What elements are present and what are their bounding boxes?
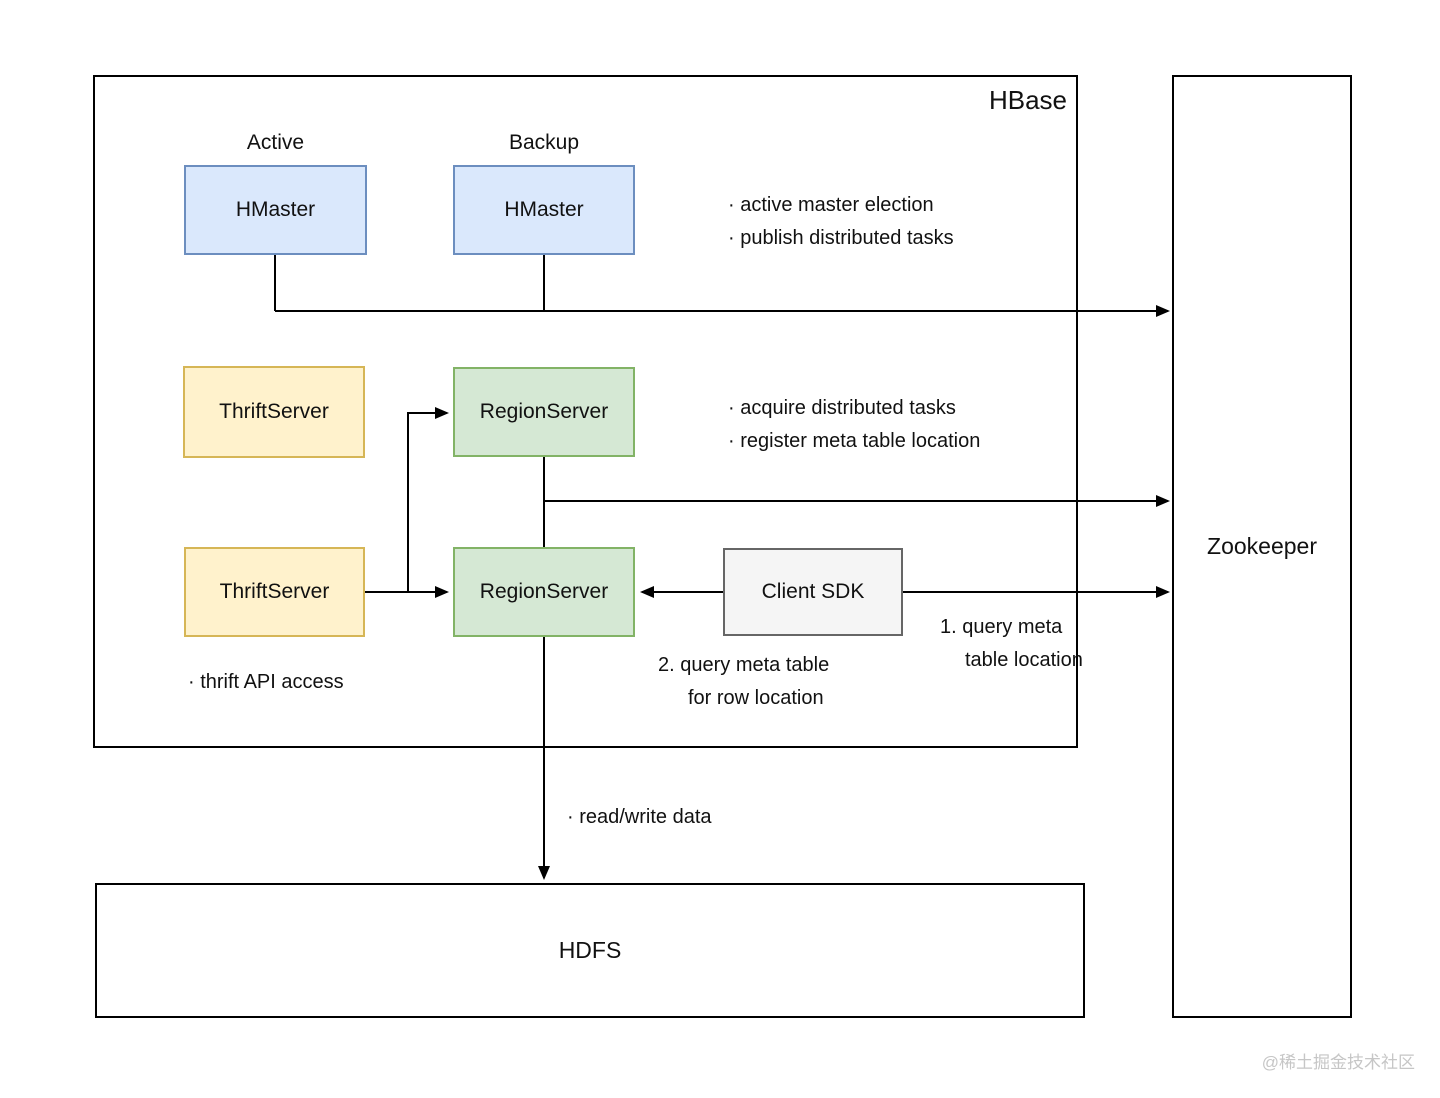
note-query-meta-row-line1: 2. query meta table (658, 654, 830, 676)
node-client-sdk-label: Client SDK (761, 580, 865, 603)
note-query-meta-location-line1: 1. query meta (940, 616, 1063, 638)
node-hmaster-backup: HMaster (453, 165, 635, 255)
note-query-meta-row-line2: for row location (688, 687, 824, 709)
node-hmaster-active-label: HMaster (235, 198, 316, 221)
caption-backup: Backup (508, 131, 580, 154)
note-register-meta-table-location: · register meta table location (728, 430, 981, 452)
zookeeper-label: Zookeeper (1207, 533, 1317, 559)
zookeeper-container: Zookeeper (1172, 75, 1352, 1018)
hdfs-label: HDFS (558, 937, 622, 963)
node-region-server-2-label: RegionServer (479, 580, 609, 603)
caption-active: Active (246, 131, 305, 154)
note-query-meta-location-line2: table location (965, 649, 1083, 671)
node-thrift-server-2-label: ThriftServer (219, 580, 330, 603)
hdfs-container: HDFS (95, 883, 1085, 1018)
node-thrift-server-1: ThriftServer (183, 366, 365, 458)
node-region-server-1: RegionServer (453, 367, 635, 457)
node-region-server-2: RegionServer (453, 547, 635, 637)
note-read-write-data: · read/write data (567, 806, 712, 828)
node-client-sdk: Client SDK (723, 548, 903, 636)
note-thrift-api-access: · thrift API access (188, 671, 344, 693)
node-hmaster-active: HMaster (184, 165, 367, 255)
hbase-label: HBase (988, 85, 1067, 115)
note-acquire-distributed-tasks: · acquire distributed tasks (728, 397, 956, 419)
node-hmaster-backup-label: HMaster (504, 198, 584, 221)
note-publish-distributed-tasks: · publish distributed tasks (728, 227, 954, 249)
node-thrift-server-2: ThriftServer (184, 547, 365, 637)
watermark: @稀土掘金技术社区 (1261, 1053, 1415, 1072)
node-region-server-1-label: RegionServer (479, 400, 609, 423)
node-thrift-server-1-label: ThriftServer (219, 400, 329, 423)
note-active-master-election: · active master election (728, 194, 934, 216)
